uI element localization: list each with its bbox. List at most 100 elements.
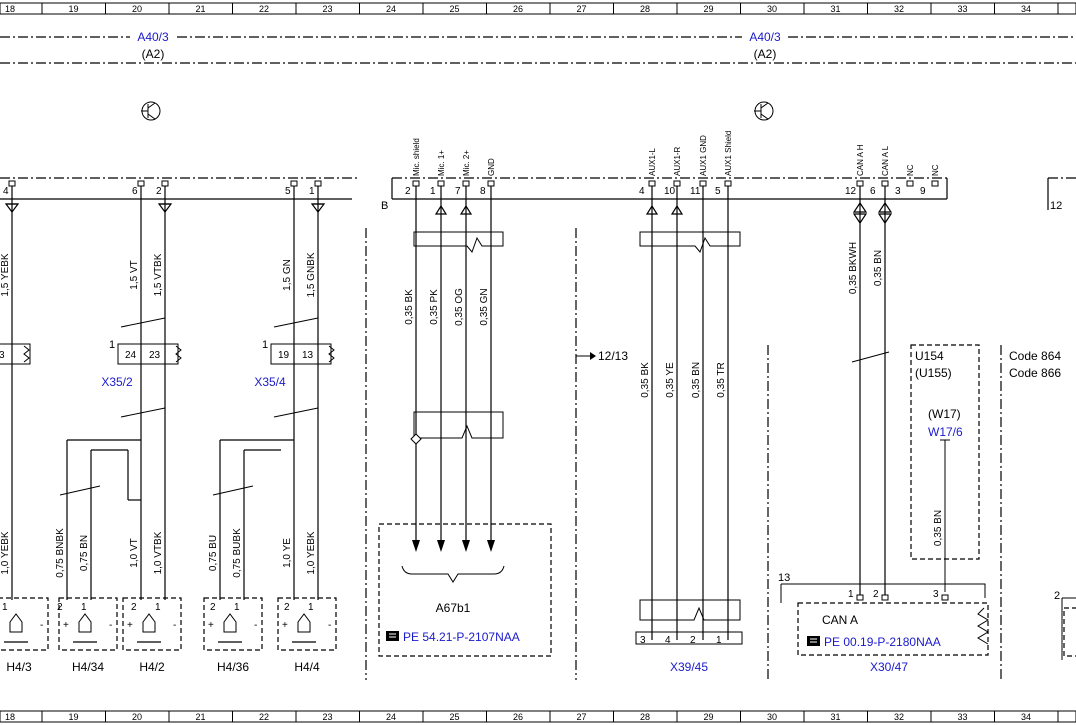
pin-number: 4 bbox=[639, 186, 645, 197]
pin-number: 7 bbox=[455, 186, 461, 197]
pin-terminal bbox=[881, 180, 889, 187]
speaker-pin: 2 bbox=[284, 602, 290, 613]
code-866-label: Code 866 bbox=[1009, 366, 1061, 380]
grid-column-label: 22 bbox=[259, 4, 269, 14]
module-alt-label-right: (A2) bbox=[754, 47, 777, 61]
arrow-icon bbox=[462, 540, 470, 552]
speaker-frame bbox=[122, 597, 182, 651]
connector-x30-47-label[interactable]: X30/47 bbox=[870, 660, 908, 674]
grid-column-label: 18 bbox=[5, 4, 15, 14]
pin-label: AUX1-R bbox=[673, 146, 682, 176]
wire-label: 0,35 BN bbox=[933, 510, 944, 546]
connector-pin: 3 bbox=[933, 589, 939, 600]
speaker-pin: 2 bbox=[210, 602, 216, 613]
pin-number: 4 bbox=[3, 186, 9, 197]
cable-bundle bbox=[413, 411, 504, 439]
can-bus-label: CAN A bbox=[822, 613, 858, 627]
grid-column-label: 26 bbox=[513, 712, 523, 722]
speaker-pin: 2 bbox=[131, 602, 137, 613]
arrow-up-icon bbox=[434, 204, 448, 215]
grid-column-label: 22 bbox=[259, 712, 269, 722]
pin-terminal bbox=[724, 180, 732, 187]
speaker-polarity: + bbox=[63, 620, 69, 631]
wire-label: 1,0 VTBK bbox=[153, 531, 164, 574]
pin-terminal bbox=[699, 180, 707, 187]
static-wiring bbox=[365, 228, 1076, 680]
pin-label: AUX1 Shield bbox=[724, 131, 733, 176]
u154-label: U154 bbox=[915, 349, 944, 363]
speaker-polarity: - bbox=[173, 620, 176, 631]
grid-column-label: 23 bbox=[322, 712, 332, 722]
wire-label: 1,0 YEBK bbox=[0, 531, 11, 575]
grid-column-label: 24 bbox=[386, 712, 396, 722]
connector-x30-47-num: 13 bbox=[778, 572, 790, 584]
grid-column-label: 19 bbox=[68, 4, 78, 14]
connector-block bbox=[117, 343, 179, 365]
pin-number: 8 bbox=[480, 186, 486, 197]
connector-pin: 24 bbox=[125, 350, 137, 361]
bus-label-12: 12 bbox=[1050, 200, 1062, 212]
pin-number: 5 bbox=[285, 186, 291, 197]
junction-icon bbox=[410, 433, 422, 445]
pin-label: NC bbox=[931, 164, 940, 176]
wire-label: 0,35 PK bbox=[429, 289, 440, 325]
pin-terminal bbox=[8, 180, 16, 187]
speaker-pin: 1 bbox=[155, 602, 161, 613]
pin-number: 11 bbox=[690, 186, 701, 197]
speaker-frame bbox=[277, 597, 337, 651]
grid-column-label: 27 bbox=[576, 4, 586, 14]
pin-number: 12 bbox=[845, 186, 857, 197]
connector-x35-4-num: 1 bbox=[262, 339, 268, 351]
grid-column-label: 34 bbox=[1021, 4, 1031, 14]
crossref-label: 12/13 bbox=[598, 349, 628, 363]
a67b1-ref-link[interactable]: PE 54.21-P-2107NAA bbox=[403, 630, 520, 644]
w17-label: (W17) bbox=[928, 407, 961, 421]
speaker-icon bbox=[142, 613, 156, 633]
pin-terminal bbox=[856, 180, 864, 187]
grid-column-label: 21 bbox=[195, 4, 205, 14]
wire-label: 1,5 VT bbox=[129, 260, 140, 289]
speaker-polarity: + bbox=[282, 620, 288, 631]
connector-x35-4-label[interactable]: X35/4 bbox=[254, 375, 286, 389]
wire-label: 0,35 GN bbox=[479, 288, 490, 325]
grid-column-label: 24 bbox=[386, 4, 396, 14]
connector-x39-45-label[interactable]: X39/45 bbox=[670, 660, 708, 674]
bus-label-b: B bbox=[381, 200, 388, 212]
pin-label: Mic. 2+ bbox=[462, 150, 471, 176]
connector-pin: 23 bbox=[149, 350, 161, 361]
pin-terminal bbox=[906, 180, 914, 187]
pin-number: 2 bbox=[405, 186, 411, 197]
speaker-label: H4/2 bbox=[139, 660, 165, 674]
wire-label: 0,75 BU bbox=[208, 535, 219, 571]
pin-label: Mic. shield bbox=[412, 138, 421, 176]
module-a40-3-boundary: A40/3 (A2) A40/3 (A2) bbox=[0, 30, 1076, 64]
grid-column-label: 34 bbox=[1021, 712, 1031, 722]
can-bus-ref-link[interactable]: PE 00.19-P-2180NAA bbox=[824, 635, 941, 649]
wire-label: 1,0 YE bbox=[282, 538, 293, 568]
right-edge-num: 2 bbox=[1054, 590, 1060, 602]
connector-pin: 2 bbox=[873, 589, 879, 600]
w17-6-link[interactable]: W17/6 bbox=[928, 425, 963, 439]
connector-x35-2-label[interactable]: X35/2 bbox=[101, 375, 133, 389]
speaker-frame bbox=[58, 597, 118, 651]
grid-column-label: 20 bbox=[132, 4, 142, 14]
wire-label: 0,35 BK bbox=[404, 289, 415, 325]
wire-label: 1,0 VT bbox=[129, 538, 140, 567]
pin-terminal bbox=[314, 180, 322, 187]
grid-column-label: 33 bbox=[957, 712, 967, 722]
grid-column-label: 25 bbox=[449, 4, 459, 14]
pin-label: GND bbox=[487, 158, 496, 176]
module-label-right: A40/3 bbox=[749, 30, 781, 44]
pin-number: 6 bbox=[132, 186, 138, 197]
wire-label: 1,5 YEBK bbox=[0, 253, 11, 297]
pin-label: CAN A L bbox=[881, 145, 890, 176]
grid-column-label: 23 bbox=[322, 4, 332, 14]
arrow-up-icon bbox=[670, 204, 684, 215]
code-864-label: Code 864 bbox=[1009, 349, 1061, 363]
grid-column-label: 19 bbox=[68, 712, 78, 722]
transistor-symbol-icon bbox=[754, 101, 774, 121]
pin-terminal bbox=[137, 180, 145, 187]
arrow-up-icon bbox=[645, 204, 659, 215]
